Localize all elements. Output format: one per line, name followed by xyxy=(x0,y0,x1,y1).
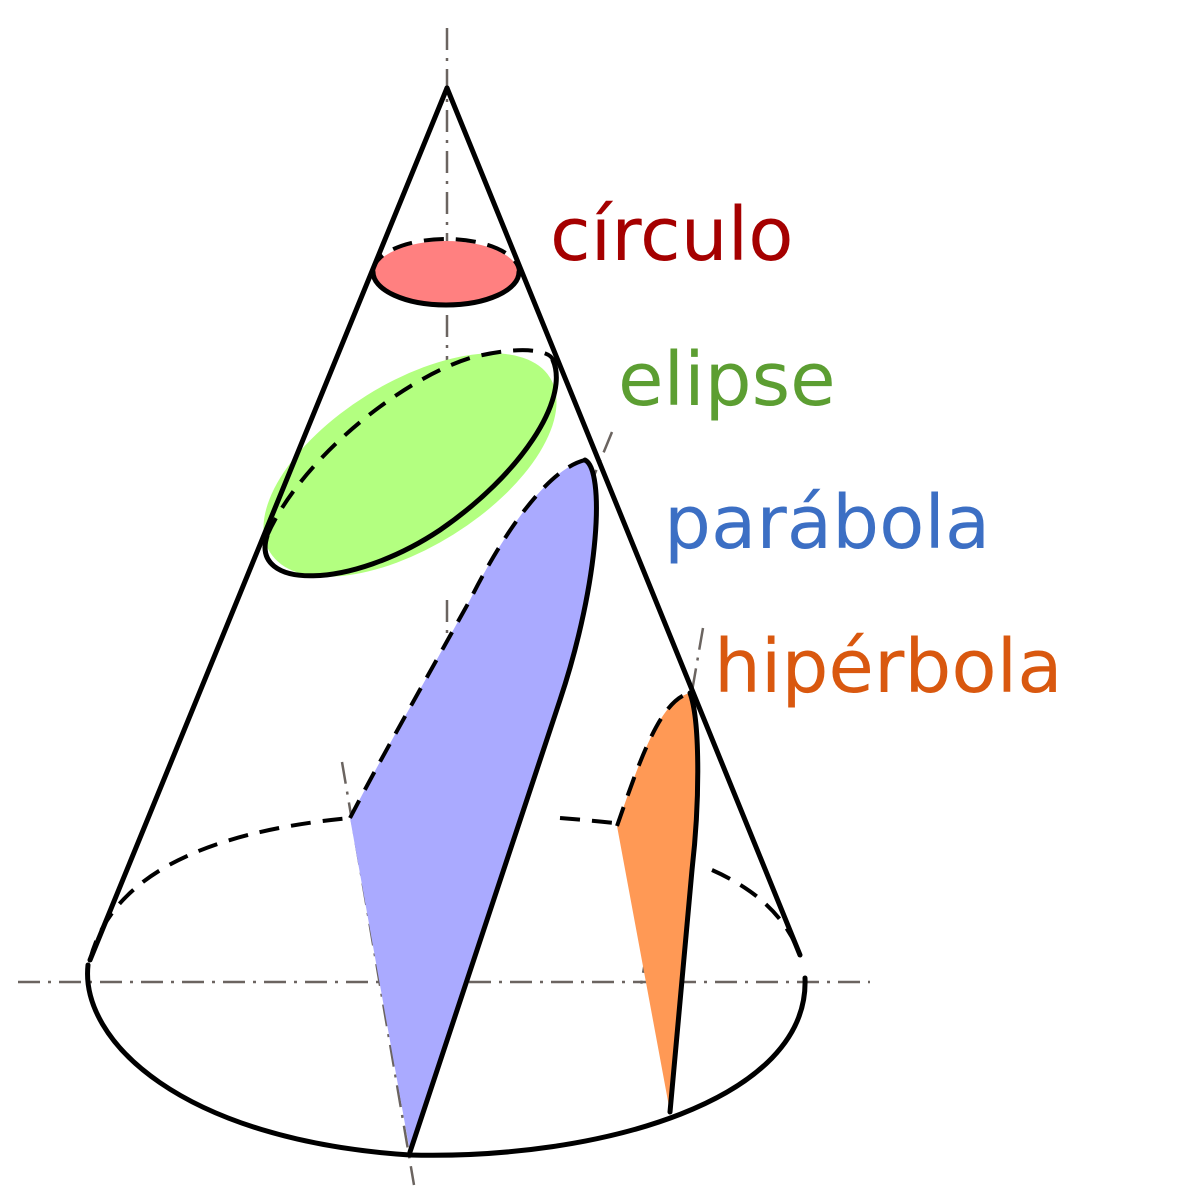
parabola-front-edge xyxy=(407,457,599,1155)
parabola-shape xyxy=(350,460,597,1152)
circle-label: círculo xyxy=(550,192,793,278)
ellipse-section xyxy=(262,348,559,579)
hyperbola-label: hipérbola xyxy=(714,624,1063,710)
ellipse-front-edge xyxy=(262,357,559,579)
hyperbola-hidden-edge xyxy=(615,691,691,827)
ellipse-shape xyxy=(263,353,557,577)
circle-hidden-edge xyxy=(371,237,521,273)
ellipse-label: elipse xyxy=(618,337,836,423)
ellipse-hidden-edge xyxy=(265,348,555,537)
parabola-section xyxy=(348,457,599,1155)
circle-shape xyxy=(373,241,519,307)
cone-outline xyxy=(85,85,808,1158)
base-front-edge xyxy=(85,962,808,1158)
parabola-label: parábola xyxy=(664,480,990,566)
hyperbola-section xyxy=(615,690,701,1115)
hyperbola-front-edge xyxy=(667,690,701,1115)
cone-right-edge xyxy=(444,85,803,958)
cone-left-edge xyxy=(87,85,450,963)
hyperbola-shape xyxy=(617,693,698,1112)
circle-section xyxy=(370,237,522,308)
circle-front-edge xyxy=(370,269,522,308)
